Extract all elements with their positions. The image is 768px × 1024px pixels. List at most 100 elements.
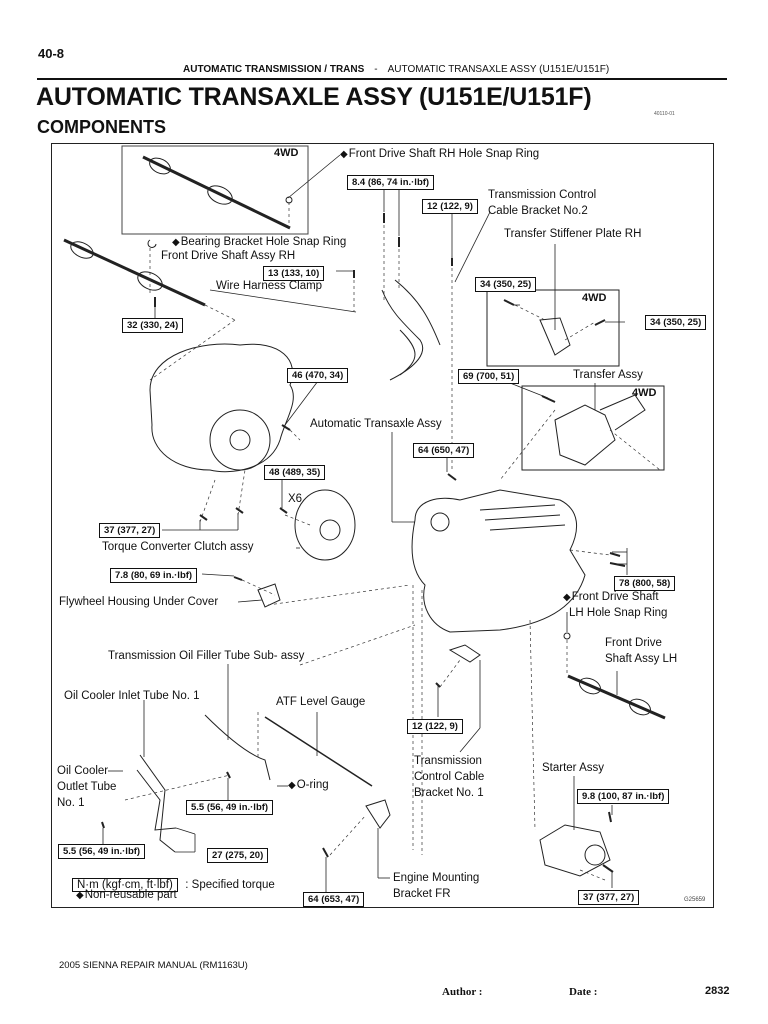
diagram-frame <box>51 143 714 908</box>
torque-34-right: 34 (350, 25) <box>645 315 707 330</box>
filler-tube-drawing <box>204 714 271 781</box>
torque-5-5-mid: 5.5 (56, 49 in.·lbf) <box>186 800 274 815</box>
cable-bracket-no1-drawing <box>448 644 481 663</box>
flywheel-cover-drawing <box>257 583 281 608</box>
label-oil-cooler-outlet-line1: Oil Cooler <box>57 765 109 777</box>
label-transfer-stiffener-plate-rh: Transfer Stiffener Plate RH <box>504 228 642 240</box>
engine-mount-bracket-drawing <box>365 799 391 829</box>
torque-78: 78 (800, 58) <box>614 576 676 591</box>
footer-manual: 2005 SIENNA REPAIR MANUAL (RM1163U) <box>59 960 248 971</box>
starter-drawing <box>539 824 611 877</box>
non-reusable-diamond-icon: ◆ <box>340 149 348 160</box>
front-drive-shaft-4wd-drawing <box>142 155 293 230</box>
label-tcc-bracket-no2-line2: Cable Bracket No.2 <box>488 205 588 217</box>
label-oil-cooler-outlet-line2: Outlet Tube <box>57 781 117 793</box>
label-tcc-bracket-no1-line2: Control Cable <box>414 771 485 783</box>
label-wire-harness-clamp: Wire Harness Clamp <box>216 280 323 292</box>
non-reusable-diamond-icon: ◆ <box>563 592 571 603</box>
label-front-drive-shaft-rh-hole-snap-ring: ◆Front Drive Shaft RH Hole Snap Ring <box>340 148 539 160</box>
label-starter-assy: Starter Assy <box>542 762 604 774</box>
legend-torque: N·m (kgf·cm, ft·lbf) : Specified torque <box>72 875 275 893</box>
non-reusable-diamond-icon: ◆ <box>76 890 84 901</box>
doc-code: 40110-01 <box>654 111 675 117</box>
torque-13: 13 (133, 10) <box>263 266 325 281</box>
torque-37-left: 37 (377, 27) <box>99 523 161 538</box>
label-front-drive-shaft-assy-rh: Front Drive Shaft Assy RH <box>161 250 296 262</box>
running-head-subsection: AUTOMATIC TRANSAXLE ASSY (U151E/U151F) <box>387 64 610 75</box>
label-x6: X6 <box>288 493 303 505</box>
label-tcc-bracket-no2-line1: Transmission Control <box>488 189 597 201</box>
label-tcc-bracket-no1-line1: Transmission <box>414 755 482 767</box>
label-engine-mounting-bracket-line2: Bracket FR <box>393 888 451 900</box>
footer-page-number: 2832 <box>705 985 730 997</box>
torque-7-8: 7.8 (80, 69 in.·lbf) <box>110 568 198 583</box>
label-transfer-assy: Transfer Assy <box>573 369 643 381</box>
torque-32: 32 (330, 24) <box>122 318 184 333</box>
running-head-separator: - <box>374 64 378 75</box>
legend-non-reusable-text: Non-reusable part <box>84 889 177 901</box>
footer-author-label: Author : <box>442 986 483 998</box>
transfer-assy-drawing <box>554 394 646 466</box>
page-number: 40-8 <box>38 46 65 61</box>
label-fds-lh-hole-snap-ring-line2: LH Hole Snap Ring <box>569 607 668 619</box>
label-engine-mounting-bracket-line1: Engine Mounting <box>393 872 480 884</box>
label-oil-cooler-inlet-tube: Oil Cooler Inlet Tube No. 1 <box>64 690 200 702</box>
bolts <box>101 213 626 873</box>
transaxle-drawing <box>411 489 586 633</box>
torque-64-top: 64 (650, 47) <box>413 443 475 458</box>
front-drive-shaft-lh-drawing <box>563 632 666 720</box>
legend-torque-desc: : Specified torque <box>185 879 275 891</box>
label-tcc-bracket-no1-line3: Bracket No. 1 <box>414 787 484 799</box>
inset-box-transfer <box>521 385 665 471</box>
torque-5-5-left: 5.5 (56, 49 in.·lbf) <box>58 844 146 859</box>
oil-cooler-tubes-drawing <box>136 754 177 853</box>
inset-box-stiffener <box>486 289 620 367</box>
torque-27: 27 (275, 20) <box>207 848 269 863</box>
page-title: AUTOMATIC TRANSAXLE ASSY (U151E/U151F) <box>36 83 592 111</box>
front-drive-shaft-rh-drawing <box>63 238 206 307</box>
label-text: Front Drive Shaft RH Hole Snap Ring <box>348 148 540 160</box>
atf-gauge-drawing <box>264 716 373 787</box>
engine-drawing <box>149 343 294 473</box>
label-fds-lh-hole-snap-ring-line1: ◆Front Drive Shaft <box>563 591 659 603</box>
label-flywheel-housing-under-cover: Flywheel Housing Under Cover <box>59 596 219 608</box>
torque-48: 48 (489, 35) <box>264 465 326 480</box>
legend-torque-units: N·m (kgf·cm, ft·lbf) <box>72 878 178 892</box>
page-subtitle: COMPONENTS <box>37 117 167 137</box>
figure-id: G25659 <box>684 897 706 903</box>
torque-34-left: 34 (350, 25) <box>475 277 537 292</box>
inset-box-rh-shaft <box>121 145 309 235</box>
label-transmission-oil-filler-tube: Transmission Oil Filler Tube Sub- assy <box>108 650 305 662</box>
header-rule <box>37 78 727 80</box>
non-reusable-diamond-icon: ◆ <box>288 780 296 791</box>
label-front-drive-shaft-assy-lh-line1: Front Drive <box>605 637 662 649</box>
torque-9-8: 9.8 (100, 87 in.·lbf) <box>577 789 670 804</box>
label-torque-converter-clutch-assy: Torque Converter Clutch assy <box>102 541 254 553</box>
tag-4wd-transfer: 4WD <box>632 387 657 399</box>
torque-converter-drawing <box>294 489 356 561</box>
label-o-ring: ◆O-ring <box>288 779 329 791</box>
label-atf-level-gauge: ATF Level Gauge <box>276 696 366 708</box>
torque-12-bottom: 12 (122, 9) <box>407 719 463 734</box>
label-text: Front Drive Shaft <box>571 591 659 603</box>
tag-4wd-stiffener: 4WD <box>582 292 607 304</box>
label-text: Bearing Bracket Hole Snap Ring <box>180 236 347 248</box>
label-automatic-transaxle-assy: Automatic Transaxle Assy <box>310 418 442 430</box>
label-bearing-bracket-hole-snap-ring: ◆Bearing Bracket Hole Snap Ring <box>172 236 346 248</box>
label-text: O-ring <box>296 779 329 791</box>
stiffener-plate-drawing <box>539 317 571 356</box>
torque-8-4: 8.4 (86, 74 in.·lbf) <box>347 175 435 190</box>
torque-64-bottom: 64 (653, 47) <box>303 892 365 907</box>
torque-37-bottom: 37 (377, 27) <box>578 890 640 905</box>
tag-4wd-rh-shaft: 4WD <box>274 147 299 159</box>
non-reusable-diamond-icon: ◆ <box>172 237 180 248</box>
torque-69: 69 (700, 51) <box>458 369 520 384</box>
torque-12-top: 12 (122, 9) <box>422 199 478 214</box>
legend-non-reusable: ◆Non-reusable part <box>76 889 177 901</box>
running-head-section: AUTOMATIC TRANSMISSION / TRANS <box>183 64 365 75</box>
footer-date-label: Date : <box>569 986 598 998</box>
running-head: AUTOMATIC TRANSMISSION / TRANS-AUTOMATIC… <box>183 64 609 75</box>
torque-46: 46 (470, 34) <box>287 368 349 383</box>
label-oil-cooler-outlet-line3: No. 1 <box>57 797 85 809</box>
